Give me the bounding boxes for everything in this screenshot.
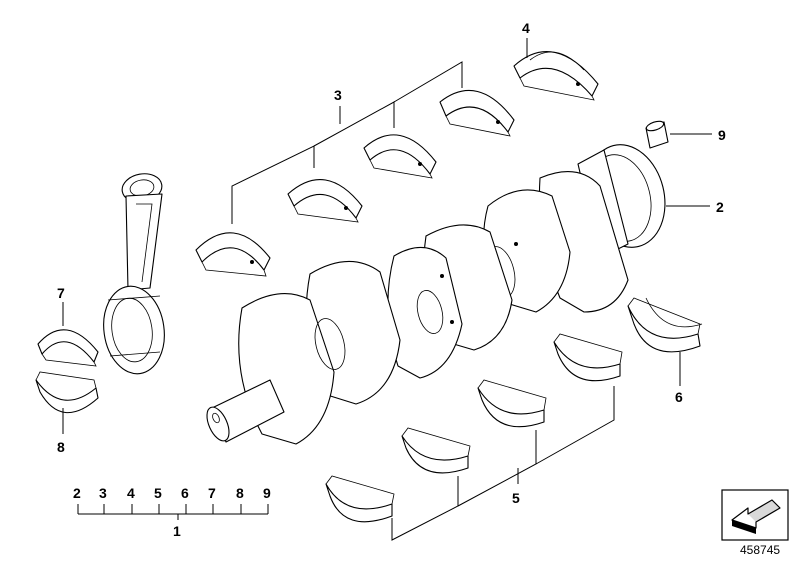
kit-item-label: 4 xyxy=(127,485,135,501)
connecting-rod xyxy=(103,173,165,375)
bushing xyxy=(645,120,712,149)
kit-item-label: 2 xyxy=(73,485,81,501)
bearing-shell-lower-2 xyxy=(401,427,471,474)
kit-bracket xyxy=(77,504,269,520)
bearing-shell-upper-4 xyxy=(439,89,515,137)
document-id: 458745 xyxy=(740,543,780,557)
callout-6: 6 xyxy=(675,389,683,405)
callout-7: 7 xyxy=(57,285,65,301)
conrod-bearing-shell-upper xyxy=(37,302,99,367)
kit-item-label: 7 xyxy=(208,485,216,501)
callout-3: 3 xyxy=(334,87,342,103)
crankshaft xyxy=(206,144,710,445)
kit-item-label: 9 xyxy=(263,485,271,501)
callout-1: 1 xyxy=(173,523,181,539)
arrow-badge-icon xyxy=(721,489,789,541)
bearing-shell-upper-2 xyxy=(287,179,363,223)
kit-item-label: 3 xyxy=(99,485,107,501)
kit-item-label: 8 xyxy=(236,485,244,501)
callout-5: 5 xyxy=(512,490,520,506)
bearing-shell-lower-flanged xyxy=(627,297,703,386)
callout-bracket-3 xyxy=(231,61,463,224)
bearing-shell-upper-1 xyxy=(195,232,271,277)
callout-4: 4 xyxy=(522,20,530,36)
bearing-shell-lower-1 xyxy=(325,475,395,523)
bearing-shell-upper-3 xyxy=(363,134,437,179)
callout-8: 8 xyxy=(57,439,65,455)
conrod-bearing-shell-lower xyxy=(35,371,99,434)
callout-bracket-5 xyxy=(391,386,615,541)
thrust-bearing-shell xyxy=(513,38,599,101)
bearing-shell-lower-4 xyxy=(553,333,623,382)
callout-9: 9 xyxy=(718,127,726,143)
kit-item-label: 6 xyxy=(181,485,189,501)
kit-item-label: 5 xyxy=(154,485,162,501)
bearing-shell-lower-3 xyxy=(477,379,547,428)
callout-2: 2 xyxy=(716,199,724,215)
